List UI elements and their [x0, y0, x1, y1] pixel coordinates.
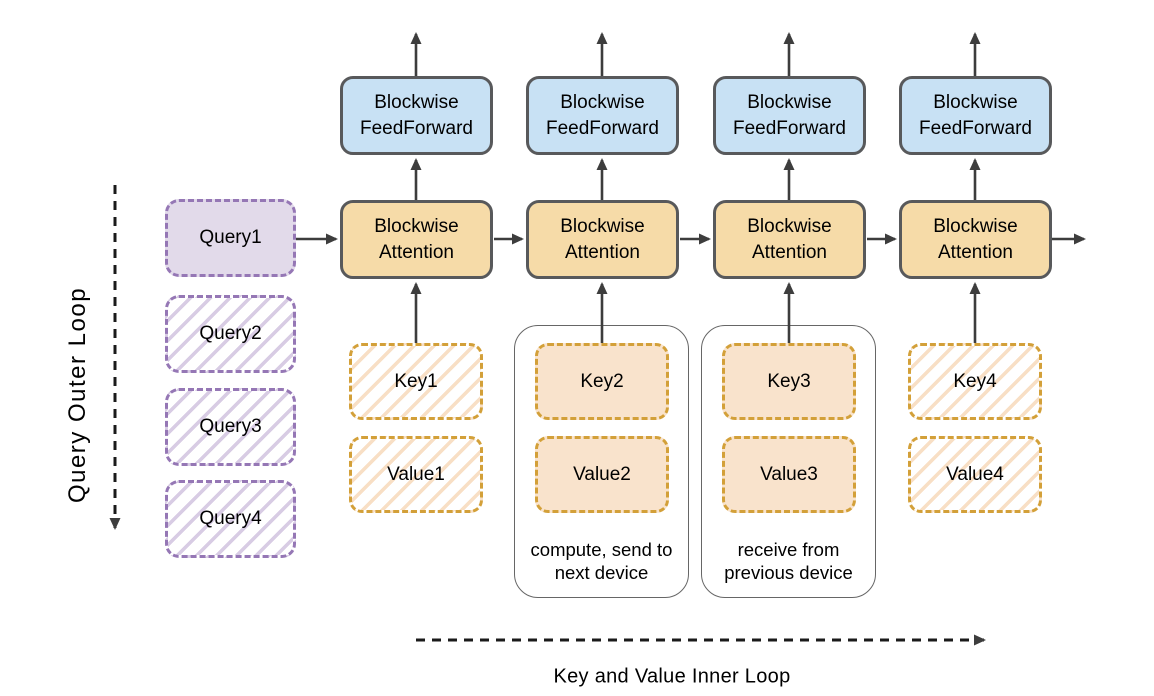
key1-label: Key1	[394, 370, 438, 392]
feedforward-block-1: Blockwise FeedForward	[340, 76, 493, 155]
value3-block: Value3	[722, 436, 856, 513]
key1-block: Key1	[349, 343, 483, 420]
value1-block: Value1	[349, 436, 483, 513]
feedforward-block-2: Blockwise FeedForward	[526, 76, 679, 155]
attention-block-1-label: Blockwise Attention	[374, 216, 459, 263]
query4-block: Query4	[165, 480, 296, 558]
attention-block-4-label: Blockwise Attention	[933, 216, 1018, 263]
key3-label: Key3	[767, 370, 811, 392]
device-group-receive-label: receive from previous device	[724, 538, 853, 584]
attention-block-3: Blockwise Attention	[713, 200, 866, 279]
value4-label: Value4	[946, 463, 1004, 485]
query2-label: Query2	[199, 323, 262, 344]
value3-label: Value3	[760, 463, 818, 485]
attention-block-4: Blockwise Attention	[899, 200, 1052, 279]
value4-block: Value4	[908, 436, 1042, 513]
key2-block: Key2	[535, 343, 669, 420]
attention-block-2: Blockwise Attention	[526, 200, 679, 279]
key4-label: Key4	[953, 370, 997, 392]
query1-label: Query1	[199, 227, 262, 248]
device-group-compute-send-label: compute, send to next device	[530, 538, 673, 584]
feedforward-block-4-label: Blockwise FeedForward	[919, 92, 1032, 139]
attention-block-1: Blockwise Attention	[340, 200, 493, 279]
query3-block: Query3	[165, 388, 296, 466]
query2-block: Query2	[165, 295, 296, 373]
feedforward-block-3-label: Blockwise FeedForward	[733, 92, 846, 139]
attention-block-3-label: Blockwise Attention	[747, 216, 832, 263]
value2-label: Value2	[573, 463, 631, 485]
feedforward-block-2-label: Blockwise FeedForward	[546, 92, 659, 139]
attention-block-2-label: Blockwise Attention	[560, 216, 645, 263]
value2-block: Value2	[535, 436, 669, 513]
query4-label: Query4	[199, 508, 262, 529]
key3-block: Key3	[722, 343, 856, 420]
value1-label: Value1	[387, 463, 445, 485]
key4-block: Key4	[908, 343, 1042, 420]
key2-label: Key2	[580, 370, 624, 392]
feedforward-block-4: Blockwise FeedForward	[899, 76, 1052, 155]
query3-label: Query3	[199, 416, 262, 437]
key-value-inner-loop-label: Key and Value Inner Loop	[553, 665, 791, 688]
feedforward-block-3: Blockwise FeedForward	[713, 76, 866, 155]
feedforward-block-1-label: Blockwise FeedForward	[360, 92, 473, 139]
query1-block: Query1	[165, 199, 296, 277]
